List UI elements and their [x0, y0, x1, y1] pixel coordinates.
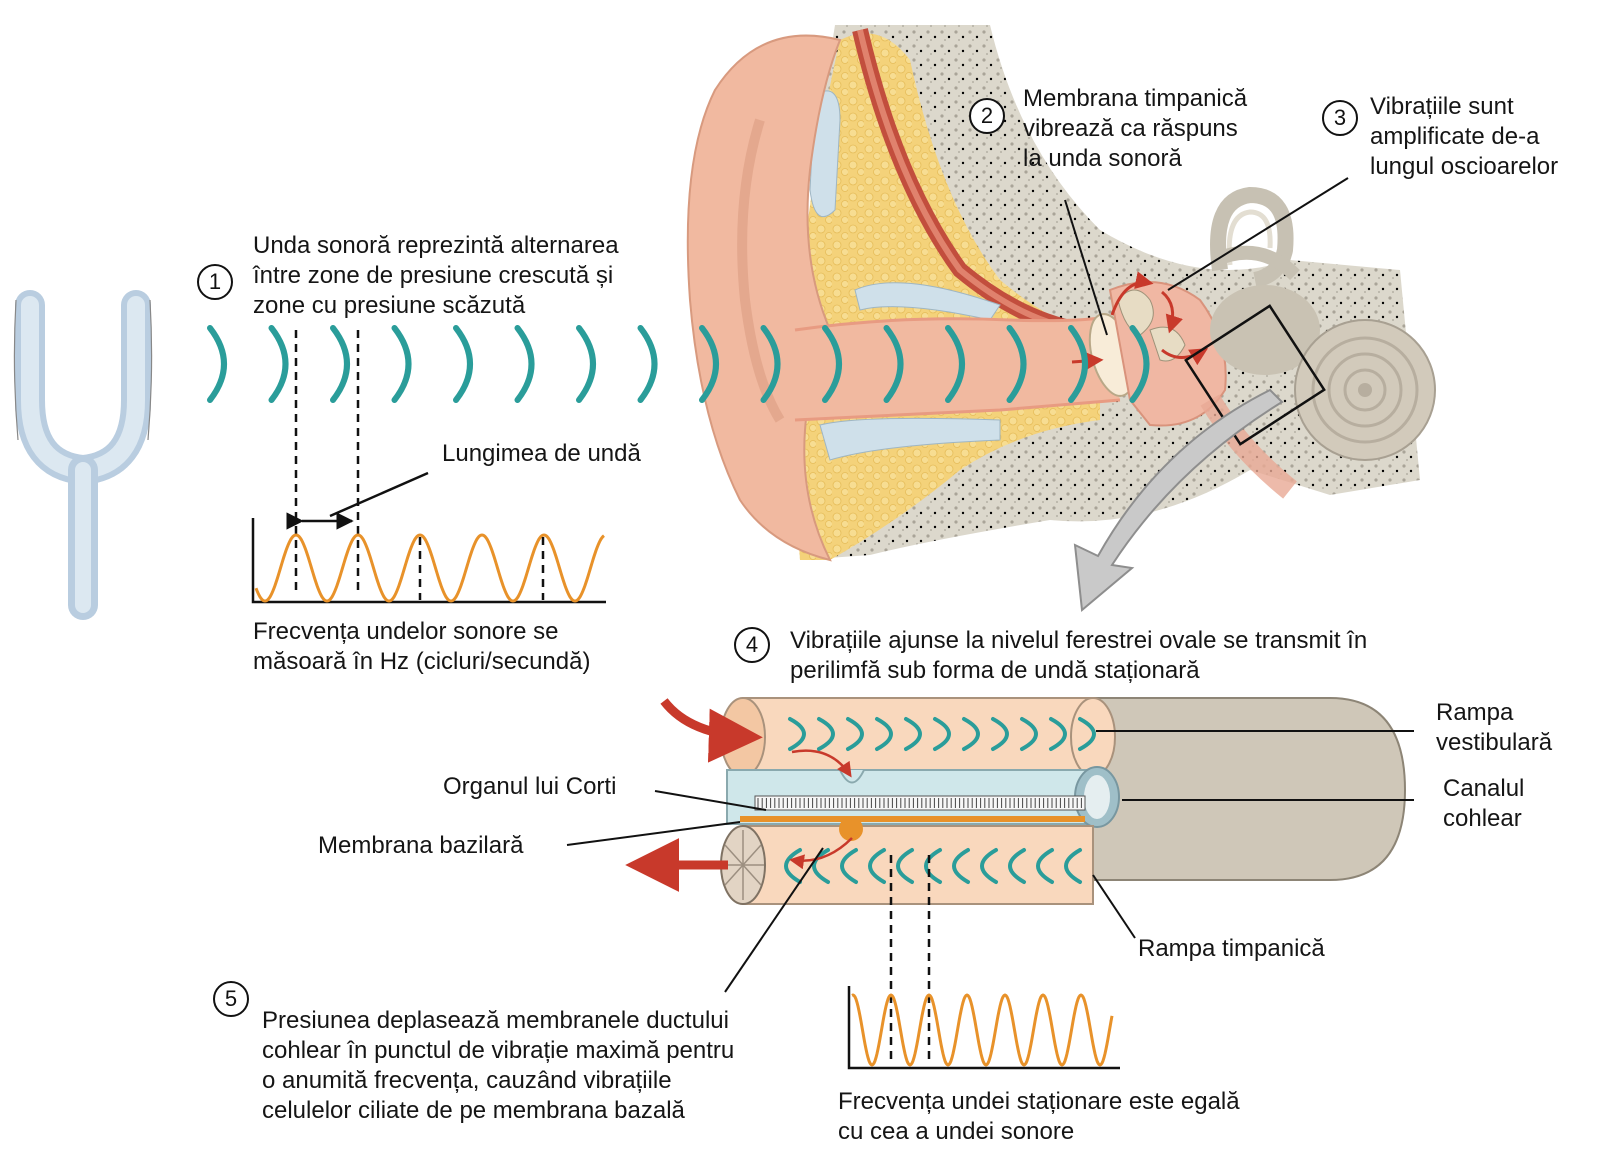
step-4-text: Vibrațiile ajunse la nivelul ferestrei o… [790, 627, 1368, 684]
step-5-marker: 5 [213, 981, 249, 1017]
basilar-membrane-label: Membrana bazilară [318, 832, 524, 859]
organ-of-corti-label: Organul lui Corti [443, 773, 617, 800]
step-2-marker: 2 [969, 98, 1005, 134]
scala-tympani-label: Rampa timpanică [1138, 935, 1325, 962]
zoom-arrow [1073, 388, 1284, 612]
wavelength-pointer-line [329, 471, 429, 518]
ear-anatomy [686, 25, 1436, 562]
step-5-text: Presiunea deplasează membranele ductului… [262, 1007, 735, 1124]
tuning-fork [13, 290, 153, 620]
sound-wave-graph [251, 518, 606, 604]
wavelength-label: Lungimea de undă [442, 440, 641, 467]
sound-wave-arcs [207, 325, 1150, 403]
step-1-marker: 1 [197, 264, 233, 300]
standing-wave-graph [847, 986, 1120, 1070]
step-4-marker: 4 [734, 627, 770, 663]
zoom-box [1184, 304, 1326, 446]
cochlea-unrolled [625, 697, 1407, 905]
step-3-marker: 3 [1322, 100, 1358, 136]
